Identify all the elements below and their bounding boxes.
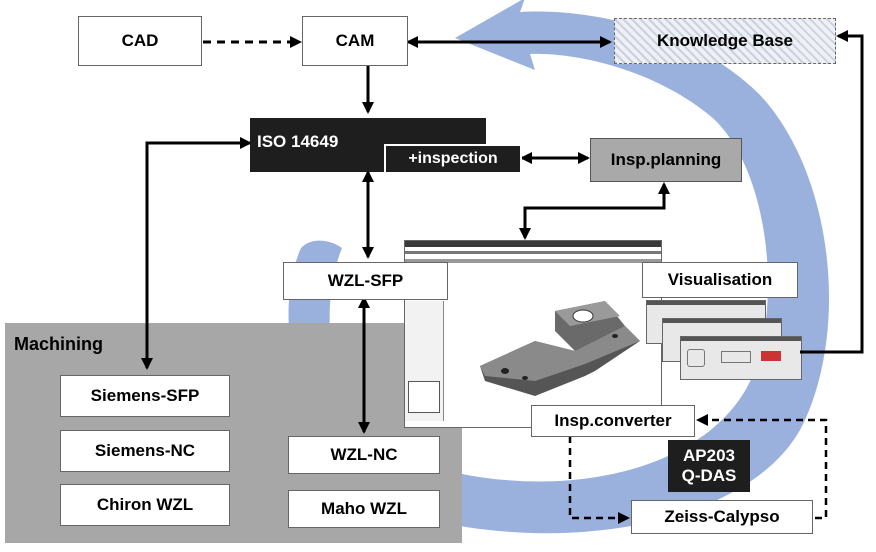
part-3d-model: [480, 301, 640, 396]
ap203-qdas-node: AP203 Q-DAS: [668, 440, 750, 492]
insp-planning-node: Insp.planning: [590, 138, 742, 182]
wzl-nc-node: WZL-NC: [288, 436, 440, 474]
visualisation-node: Visualisation: [642, 262, 798, 298]
software-screenshot: [404, 240, 662, 428]
iso-14649-label: ISO 14649: [257, 132, 339, 151]
insp-converter-node: Insp.converter: [531, 405, 695, 437]
cam-node: CAM: [302, 16, 408, 66]
siemens-sfp-node: Siemens-SFP: [60, 375, 230, 417]
wzl-sfp-node: WZL-SFP: [283, 262, 448, 300]
zeiss-calypso-node: Zeiss-Calypso: [631, 500, 813, 534]
knowledge-base-node: Knowledge Base: [614, 18, 836, 64]
inspection-node: +inspection: [384, 144, 522, 174]
maho-wzl-node: Maho WZL: [288, 490, 440, 528]
ap203-label: AP203: [683, 446, 735, 465]
chiron-wzl-node: Chiron WZL: [60, 484, 230, 526]
qdas-label: Q-DAS: [681, 466, 737, 485]
cad-node: CAD: [78, 16, 202, 66]
siemens-nc-node: Siemens-NC: [60, 430, 230, 472]
vis-window-3: [680, 336, 802, 380]
machining-label: Machining: [14, 334, 103, 354]
